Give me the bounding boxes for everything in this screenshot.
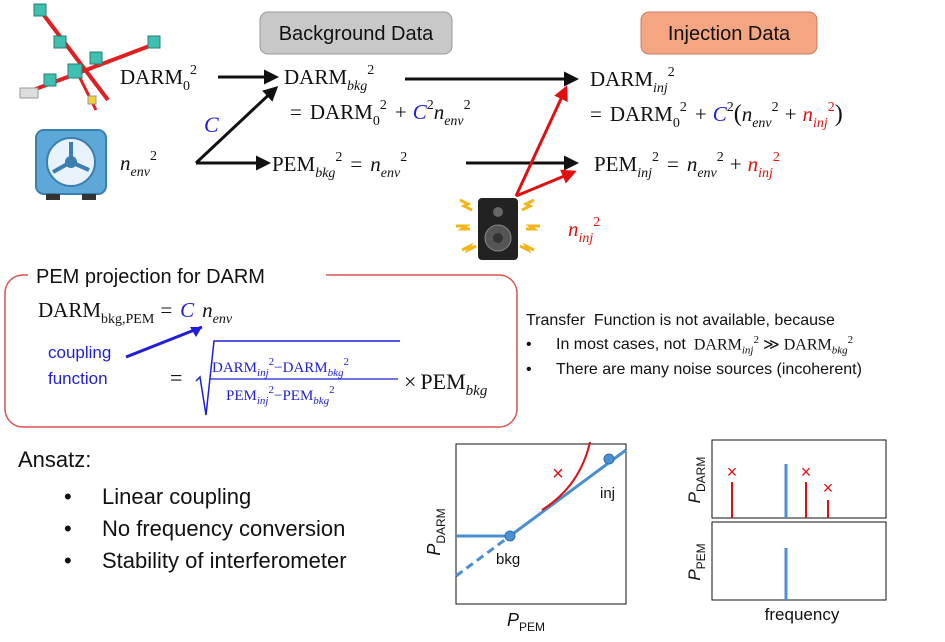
plot1-xlabel: PPEM [507, 610, 545, 634]
coupling-arrow [125, 325, 203, 359]
pem-ylabel: PPEM [685, 543, 708, 580]
ansatz-item: •Linear coupling [64, 484, 252, 509]
darm-inj-expansion: =DARM02+C2(nenv2+ninj2) [590, 100, 843, 131]
ansatz-title: Ansatz: [18, 447, 92, 472]
darm-spectrum-frame [711, 439, 887, 519]
injection-data-box: Injection Data [640, 11, 818, 55]
darm-inequality: DARMinj2 ≫ DARMbkg2 [693, 334, 854, 357]
equals-sign: = [170, 365, 182, 390]
arrow-speaker-to-darminj [514, 85, 568, 197]
arrow-speaker-to-peminj [515, 169, 577, 198]
coupling-plot: × bkg inj PPEM PDARM [424, 441, 627, 634]
extrapolation-line [455, 534, 511, 578]
arrow-nenv-to-darmbkg [194, 85, 279, 165]
transfer-heading: Transfer Function is not available, beca… [526, 312, 835, 329]
darm-bkg-expansion: =DARM02+C2nenv2 [290, 98, 471, 129]
plot1-cross: × [552, 463, 564, 485]
coupling-label-line1: coupling [48, 343, 111, 362]
darm0-squared: DARM02 [120, 63, 197, 94]
darm-bkg-squared: DARMbkg2 [284, 63, 374, 94]
background-data-label: Background Data [279, 23, 434, 45]
transfer-function-note: Transfer Function is not available, beca… [526, 312, 941, 379]
plot1-ylabel: PDARM [424, 508, 448, 555]
projection-title: PEM projection for DARM [36, 266, 265, 288]
inj-label: inj [600, 485, 615, 502]
darm-cross-2: × [801, 462, 812, 482]
coupling-symbol-c: C [204, 112, 219, 137]
ansatz-item: •No frequency conversion [64, 516, 346, 541]
pem-inj-equation: PEMinj2=nenv2+ninj2 [594, 150, 780, 181]
spectrum-plots: × × × frequency PDARM PPEM [685, 439, 887, 624]
bkg-point [504, 530, 516, 542]
darm-cross-1: × [727, 462, 738, 482]
sqrt-sign [195, 340, 400, 416]
transfer-bullet-2: • There are many noise sources (incohere… [526, 360, 862, 378]
flow-diagram: Background Data Injection Data [19, 3, 843, 260]
speaker-icon [456, 198, 540, 260]
linear-coupling-line [509, 448, 627, 538]
coupling-label-line2: function [48, 369, 108, 388]
background-data-box: Background Data [259, 11, 453, 55]
nonlinear-curve [541, 441, 591, 511]
darm-inj-squared: DARMinj2 [590, 65, 675, 96]
times-pem-bkg: ×PEMbkg [404, 369, 488, 399]
injection-data-label: Injection Data [668, 23, 791, 45]
frequency-label: frequency [765, 605, 840, 624]
bkg-label: bkg [496, 551, 520, 568]
ansatz-section: Ansatz: •Linear coupling •No frequency c… [18, 447, 347, 577]
transfer-bullet-1-text: In most cases, not [556, 336, 686, 354]
inj-point [603, 453, 615, 465]
pem-bkg-equation: PEMbkg2=nenv2 [272, 150, 407, 181]
transfer-bullet-1: • In most cases, not DARMinj2 ≫ DARMbkg2 [526, 334, 854, 357]
darm-ylabel: PDARM [685, 457, 708, 504]
pem-spectrum-frame [711, 521, 887, 601]
ansatz-list: •Linear coupling •No frequency conversio… [64, 481, 347, 577]
fan-icon [35, 129, 107, 200]
interferometer-icon [19, 3, 161, 111]
fraction-denominator: PEMinj2−PEMbkg2 [226, 384, 335, 407]
ansatz-item: •Stability of interferometer [64, 548, 347, 573]
darm-cross-3: × [823, 478, 834, 498]
nenv-squared: nenv2 [120, 149, 157, 180]
fraction-numerator: DARMinj2−DARMbkg2 [212, 356, 349, 379]
ninj-squared: ninj2 [568, 215, 600, 246]
transfer-bullet-2-text: There are many noise sources (incoherent… [556, 360, 862, 378]
